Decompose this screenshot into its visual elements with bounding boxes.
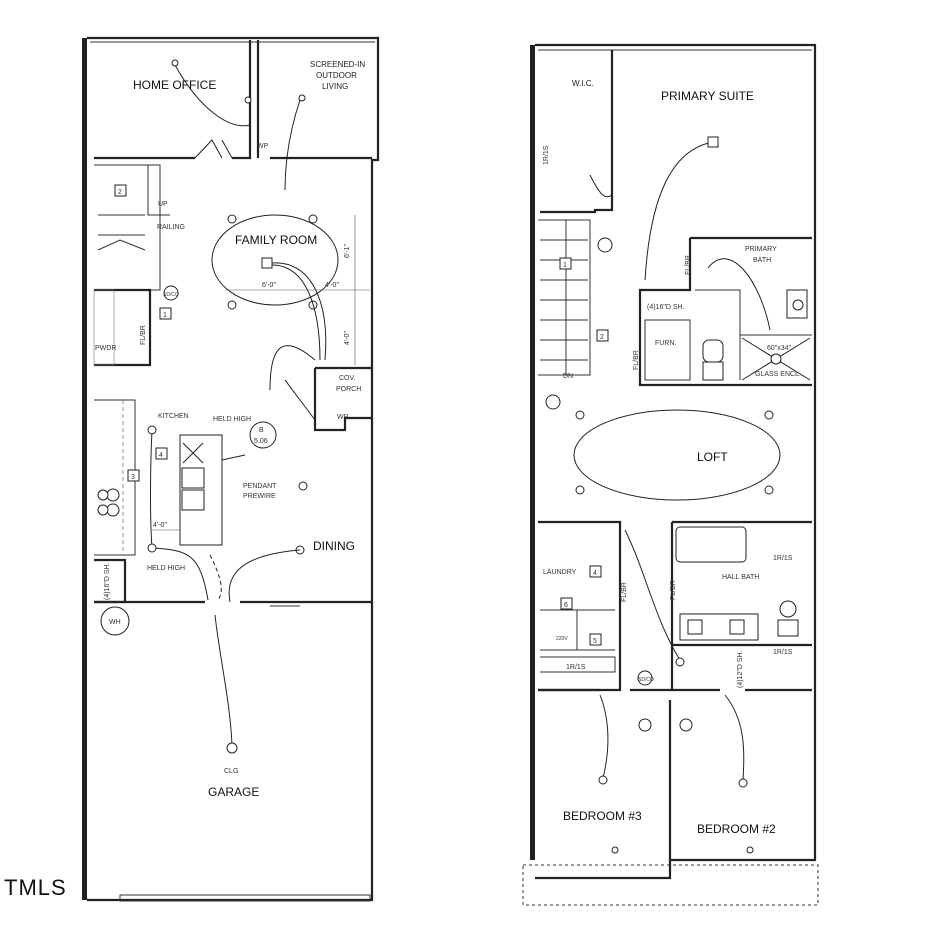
- first-floor-exterior-wall: [87, 36, 380, 902]
- tag-3-first: 3: [131, 474, 135, 481]
- furn-label: FURN.: [655, 340, 676, 347]
- dim-label-5: 4'-0": [153, 522, 167, 529]
- dining-label: DINING: [313, 539, 355, 553]
- hall-shelf-label: (4)12"D SH.: [737, 650, 744, 688]
- second-floor-exterior-wall: [535, 43, 817, 880]
- held-high-top-label: HELD HIGH: [213, 416, 251, 423]
- b-tag-bottom: 5.06: [254, 438, 268, 445]
- r1s-label-1: 1R/1S: [543, 145, 550, 165]
- bathtub: [675, 526, 747, 563]
- hall-bath-label: HALL BATH: [722, 574, 759, 581]
- dn-label: DN: [563, 373, 573, 380]
- wp-porch-label: WP: [337, 414, 349, 421]
- second-floor-left-wall: [530, 45, 535, 860]
- dim-label-2: 6'-0": [262, 282, 276, 289]
- water-heater: [100, 606, 130, 636]
- r1s-label-3: 1R/1S: [773, 649, 793, 656]
- tv-outlet-icon: [261, 257, 273, 269]
- tag-1-first: 2: [118, 189, 122, 196]
- fl-br-label-1: FL/BR: [685, 255, 692, 275]
- garage-label: GARAGE: [208, 785, 259, 799]
- cov-label: COV.: [339, 375, 356, 382]
- smoke-label-second: SD/CO: [638, 677, 654, 683]
- smoke-label-first: SD/CO: [163, 292, 179, 298]
- tag-4-second: 4: [593, 570, 597, 577]
- laundry-label: LAUNDRY: [543, 569, 577, 576]
- clg-label: CLG: [224, 768, 238, 775]
- tag-4-first: 4: [159, 452, 163, 459]
- outdoor-label: OUTDOOR: [316, 71, 357, 80]
- tag-6-second: 6: [564, 602, 568, 609]
- wp-top-label: WP: [257, 143, 269, 150]
- held-high-bottom-label: HELD HIGH: [147, 565, 185, 572]
- 220v-label: 220V: [556, 636, 568, 642]
- b-tag-top: B: [259, 427, 264, 434]
- second-floor-labels: W.I.C. PRIMARY SUITE PRIMARY BATH (4)16"…: [543, 79, 801, 836]
- first-floor-left-wall: [82, 38, 87, 900]
- screened-in-label: SCREENED-IN: [310, 60, 365, 69]
- first-floor-labels: HOME OFFICE SCREENED-IN OUTDOOR LIVING W…: [95, 60, 365, 799]
- primary-suite-label: PRIMARY SUITE: [661, 89, 754, 103]
- tag-2-first: 1: [163, 312, 167, 319]
- second-floor-plan: [522, 43, 819, 906]
- r1s-label-2: 1R/1S: [773, 555, 793, 562]
- tag-5-second: 5: [593, 638, 597, 645]
- r1s-label-4: 1R/1S: [566, 664, 586, 671]
- tag-1-second: 1: [563, 262, 567, 269]
- living-label: LIVING: [322, 82, 348, 91]
- glass-encl-label: GLASS ENCL.: [755, 371, 801, 378]
- glass-size-label: 60"x34": [767, 345, 792, 352]
- dim-label-4: 4'-0": [344, 331, 351, 345]
- porch-label: PORCH: [336, 386, 361, 393]
- up-label: UP: [158, 201, 168, 208]
- primary-bath-label-2: BATH: [753, 257, 771, 264]
- loft-label: LOFT: [697, 450, 728, 464]
- b-tag-circle: [249, 421, 277, 449]
- pendant-label: PENDANT: [243, 483, 277, 490]
- tmls-logo: TMLS: [4, 875, 67, 900]
- kitchen-label: KITCHEN: [158, 413, 189, 420]
- office-wall: [94, 40, 372, 160]
- bedroom2-label: BEDROOM #2: [697, 822, 776, 836]
- fl-br-label-4: FL/BR: [670, 580, 677, 600]
- railing-label: RAILING: [157, 224, 185, 231]
- wh-label: WH: [109, 619, 121, 626]
- bedroom3-label: BEDROOM #3: [563, 809, 642, 823]
- fl-br-label-3: FL/BR: [621, 582, 628, 602]
- dim-label-1: 6'-1": [344, 244, 351, 258]
- dim-label-3: 4'-0": [325, 282, 339, 289]
- primary-shelf-label: (4)16"D SH.: [647, 304, 685, 311]
- first-floor-shelf-label: (4)16"D SH.: [104, 562, 111, 600]
- tag-2-second: 2: [600, 334, 604, 341]
- prewire-label: PREWIRE: [243, 493, 276, 500]
- primary-bath-label-1: PRIMARY: [745, 246, 777, 253]
- pwdr-label: PWDR: [95, 345, 116, 352]
- home-office-label: HOME OFFICE: [133, 78, 216, 92]
- pwdr-fl-br-label: FL/BR: [140, 325, 147, 345]
- wic-label: W.I.C.: [572, 79, 594, 88]
- first-floor-plan: [82, 36, 380, 902]
- fl-br-label-2: FL/BR: [633, 350, 640, 370]
- family-room-label: FAMILY ROOM: [235, 233, 317, 247]
- garage-ceiling-light-icon: [226, 742, 238, 754]
